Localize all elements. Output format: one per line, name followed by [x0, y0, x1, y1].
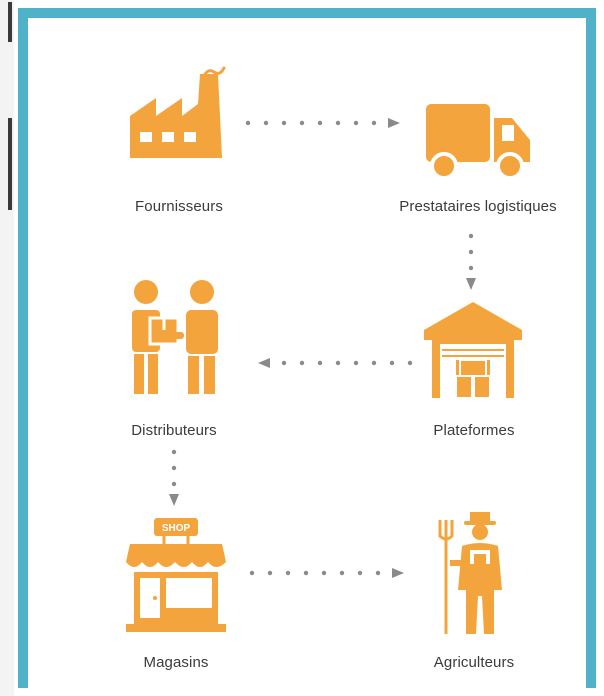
- arrow-fournisseurs-to-prestataires: [245, 118, 400, 128]
- node-label-fournisseurs: Fournisseurs: [135, 198, 223, 215]
- node-label-plateformes: Plateformes: [433, 422, 515, 439]
- arrow-prestataires-to-plateformes: [466, 233, 476, 290]
- edge-mark: [8, 2, 12, 42]
- arrow-plateformes-to-distributeurs: [258, 358, 413, 368]
- node-label-magasins: Magasins: [143, 654, 209, 671]
- node-label-prestataires: Prestataires logistiques: [399, 198, 557, 215]
- delivery-truck-icon: [426, 104, 530, 180]
- diagram-frame: Fournisseurs Prestataires logistiques Di…: [18, 8, 596, 688]
- factory-icon: [130, 66, 226, 158]
- farmer-icon: [438, 512, 502, 634]
- node-label-agriculteurs: Agriculteurs: [433, 654, 515, 671]
- arrow-distributeurs-to-magasins: [169, 449, 179, 506]
- node-label-distributeurs: Distributeurs: [131, 422, 217, 439]
- arrow-magasins-to-agriculteurs: [249, 568, 404, 578]
- people-package-icon: [132, 280, 218, 394]
- shop-sign-text: SHOP: [162, 523, 191, 534]
- warehouse-icon: [424, 302, 522, 399]
- edge-mark: [8, 118, 12, 210]
- left-edge-strip: [0, 0, 14, 696]
- shop-icon: SHOP: [126, 518, 226, 632]
